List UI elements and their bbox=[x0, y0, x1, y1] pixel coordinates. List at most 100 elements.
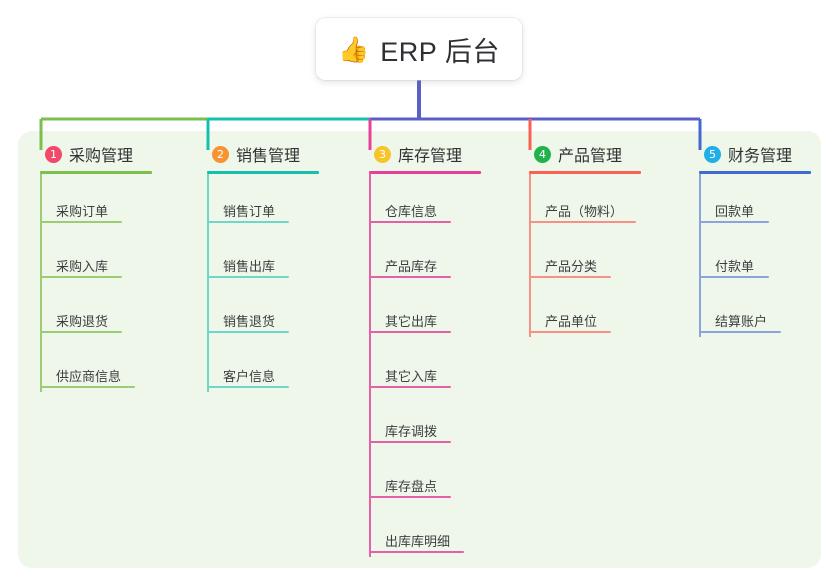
leaf-label: 采购订单 bbox=[56, 204, 109, 219]
column-spine bbox=[529, 174, 531, 337]
column-header-1[interactable]: 1 采购管理 bbox=[40, 142, 152, 166]
leaf-rule bbox=[40, 276, 122, 278]
column-1: 1 采购管理采购订单采购入库采购退货供应商信息 bbox=[40, 142, 152, 394]
leaf-rule bbox=[369, 551, 464, 553]
column-2: 2 销售管理销售订单销售出库销售退货客户信息 bbox=[207, 142, 319, 394]
leaf-rule bbox=[369, 386, 451, 388]
leaf-rule bbox=[699, 221, 769, 223]
column-header-3[interactable]: 3 库存管理 bbox=[369, 142, 481, 166]
column-title: 库存管理 bbox=[398, 148, 463, 165]
leaf-item[interactable]: 其它入库 bbox=[369, 339, 481, 394]
leaf-item[interactable]: 采购入库 bbox=[40, 229, 152, 284]
column-4: 4 产品管理产品（物料） 产品分类产品单位 bbox=[529, 142, 641, 339]
leaf-item[interactable]: 采购订单 bbox=[40, 174, 152, 229]
leaf-rule bbox=[529, 221, 636, 223]
leaf-item[interactable]: 销售订单 bbox=[207, 174, 319, 229]
leaf-item[interactable]: 产品库存 bbox=[369, 229, 481, 284]
leaf-item[interactable]: 销售出库 bbox=[207, 229, 319, 284]
column-3: 3 库存管理仓库信息产品库存其它出库其它入库库存调拨库存盘点出库库明细 bbox=[369, 142, 481, 559]
column-header-rule bbox=[40, 171, 152, 174]
leaf-rule bbox=[40, 221, 122, 223]
leaf-item[interactable]: 其它出库 bbox=[369, 284, 481, 339]
leaf-item[interactable]: 销售退货 bbox=[207, 284, 319, 339]
leaf-rule bbox=[369, 496, 451, 498]
column-5: 5 财务管理回款单付款单结算账户 bbox=[699, 142, 811, 339]
leaf-list: 采购订单采购入库采购退货供应商信息 bbox=[40, 174, 152, 394]
column-badge-2: 2 bbox=[212, 145, 229, 163]
leaf-label: 供应商信息 bbox=[56, 369, 122, 384]
leaf-rule bbox=[207, 276, 289, 278]
leaf-rule bbox=[369, 276, 451, 278]
leaf-item[interactable]: 付款单 bbox=[699, 229, 811, 284]
leaf-item[interactable]: 仓库信息 bbox=[369, 174, 481, 229]
root-node[interactable]: 👍 ERP 后台 bbox=[316, 18, 522, 80]
leaf-label: 仓库信息 bbox=[385, 204, 438, 219]
column-header-2[interactable]: 2 销售管理 bbox=[207, 142, 319, 166]
leaf-label: 付款单 bbox=[715, 259, 755, 274]
column-header-rule bbox=[369, 171, 481, 174]
root-title: ERP 后台 bbox=[380, 36, 500, 67]
column-badge-3: 3 bbox=[374, 145, 391, 163]
leaf-label: 产品库存 bbox=[385, 259, 438, 274]
leaf-label: 产品单位 bbox=[545, 314, 598, 329]
diagram-panel bbox=[18, 131, 821, 568]
leaf-rule bbox=[699, 276, 769, 278]
leaf-label: 结算账户 bbox=[715, 314, 768, 329]
leaf-label: 回款单 bbox=[715, 204, 755, 219]
column-badge-5: 5 bbox=[704, 145, 721, 163]
column-badge-4: 4 bbox=[534, 145, 551, 163]
leaf-rule bbox=[207, 331, 289, 333]
column-title: 财务管理 bbox=[728, 148, 793, 165]
leaf-item[interactable]: 回款单 bbox=[699, 174, 811, 229]
leaf-item[interactable]: 产品单位 bbox=[529, 284, 641, 339]
leaf-label: 出库库明细 bbox=[385, 534, 451, 549]
leaf-label: 产品（物料） bbox=[545, 204, 624, 219]
leaf-rule bbox=[369, 221, 451, 223]
leaf-item[interactable]: 出库库明细 bbox=[369, 504, 481, 559]
column-spine bbox=[699, 174, 701, 337]
column-header-4[interactable]: 4 产品管理 bbox=[529, 142, 641, 166]
thumbs-up-icon: 👍 bbox=[338, 34, 370, 64]
column-header-rule bbox=[529, 171, 641, 174]
leaf-label: 销售出库 bbox=[223, 259, 276, 274]
leaf-item[interactable]: 采购退货 bbox=[40, 284, 152, 339]
leaf-rule bbox=[369, 331, 451, 333]
column-spine bbox=[40, 174, 42, 392]
leaf-list: 回款单付款单结算账户 bbox=[699, 174, 811, 339]
column-badge-1: 1 bbox=[45, 145, 62, 163]
leaf-rule bbox=[529, 276, 611, 278]
leaf-label: 其它入库 bbox=[385, 369, 438, 384]
leaf-rule bbox=[207, 221, 289, 223]
leaf-rule bbox=[207, 386, 289, 388]
leaf-item[interactable]: 结算账户 bbox=[699, 284, 811, 339]
column-title: 采购管理 bbox=[69, 148, 134, 165]
leaf-label: 其它出库 bbox=[385, 314, 438, 329]
leaf-rule bbox=[529, 331, 611, 333]
leaf-label: 库存调拨 bbox=[385, 424, 438, 439]
leaf-item[interactable]: 产品（物料） bbox=[529, 174, 641, 229]
leaf-item[interactable]: 客户信息 bbox=[207, 339, 319, 394]
column-spine bbox=[207, 174, 209, 392]
leaf-list: 产品（物料） 产品分类产品单位 bbox=[529, 174, 641, 339]
leaf-label: 销售退货 bbox=[223, 314, 276, 329]
column-header-rule bbox=[699, 171, 811, 174]
column-title: 产品管理 bbox=[558, 148, 623, 165]
leaf-item[interactable]: 供应商信息 bbox=[40, 339, 152, 394]
column-header-5[interactable]: 5 财务管理 bbox=[699, 142, 811, 166]
leaf-rule bbox=[699, 331, 781, 333]
leaf-item[interactable]: 库存盘点 bbox=[369, 449, 481, 504]
leaf-rule bbox=[40, 331, 122, 333]
leaf-list: 仓库信息产品库存其它出库其它入库库存调拨库存盘点出库库明细 bbox=[369, 174, 481, 559]
leaf-list: 销售订单销售出库销售退货客户信息 bbox=[207, 174, 319, 394]
leaf-item[interactable]: 产品分类 bbox=[529, 229, 641, 284]
leaf-rule bbox=[369, 441, 451, 443]
leaf-label: 库存盘点 bbox=[385, 479, 438, 494]
column-title: 销售管理 bbox=[236, 148, 301, 165]
leaf-label: 采购入库 bbox=[56, 259, 109, 274]
leaf-label: 产品分类 bbox=[545, 259, 598, 274]
leaf-rule bbox=[40, 386, 135, 388]
leaf-item[interactable]: 库存调拨 bbox=[369, 394, 481, 449]
column-header-rule bbox=[207, 171, 319, 174]
column-spine bbox=[369, 174, 371, 557]
